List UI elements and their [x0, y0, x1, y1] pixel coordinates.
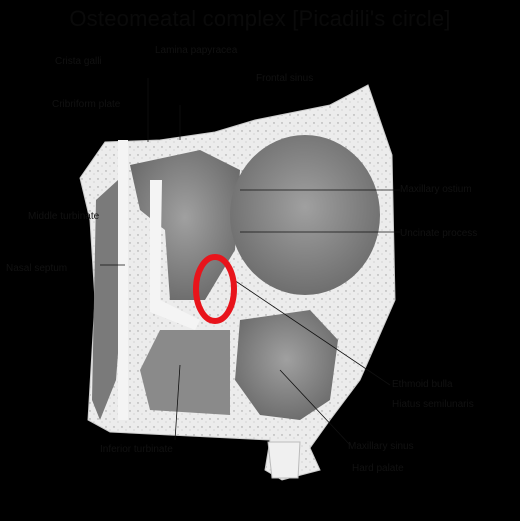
label-bulla: Ethmoid bulla: [392, 379, 453, 390]
label-lamina: Lamina papyracea: [155, 45, 238, 56]
label-maxillary-ostium: Maxillary ostium: [400, 184, 472, 195]
hard-palate-shape: [267, 441, 301, 479]
label-middle-turbinate: Middle turbinate: [28, 211, 100, 222]
label-inferior-turbinate: Inferior turbinate: [100, 444, 173, 455]
label-frontal: Frontal sinus: [256, 73, 314, 84]
label-hard-palate: Hard palate: [352, 463, 404, 474]
label-maxillary-sinus: Maxillary sinus: [348, 441, 414, 452]
label-hiatus: Hiatus semilunaris: [392, 399, 474, 410]
maxillary-sinus-shape: [235, 310, 338, 420]
middle-turbinate-shape: [150, 180, 200, 330]
orbit: [230, 135, 380, 295]
nasal-septum-shape: [118, 140, 128, 420]
diagram-title: Osteomeatal complex [Picadili's circle]: [69, 6, 451, 31]
picadili-circle: [193, 254, 237, 324]
label-crista-galli: Crista galli: [55, 56, 102, 67]
label-nasal-septum: Nasal septum: [6, 263, 68, 274]
label-uncinate: Uncinate process: [400, 228, 478, 239]
label-cribriform: Cribriform plate: [52, 99, 121, 110]
nasal-cavity: [92, 180, 122, 420]
inferior-turbinate-shape: [140, 330, 230, 415]
